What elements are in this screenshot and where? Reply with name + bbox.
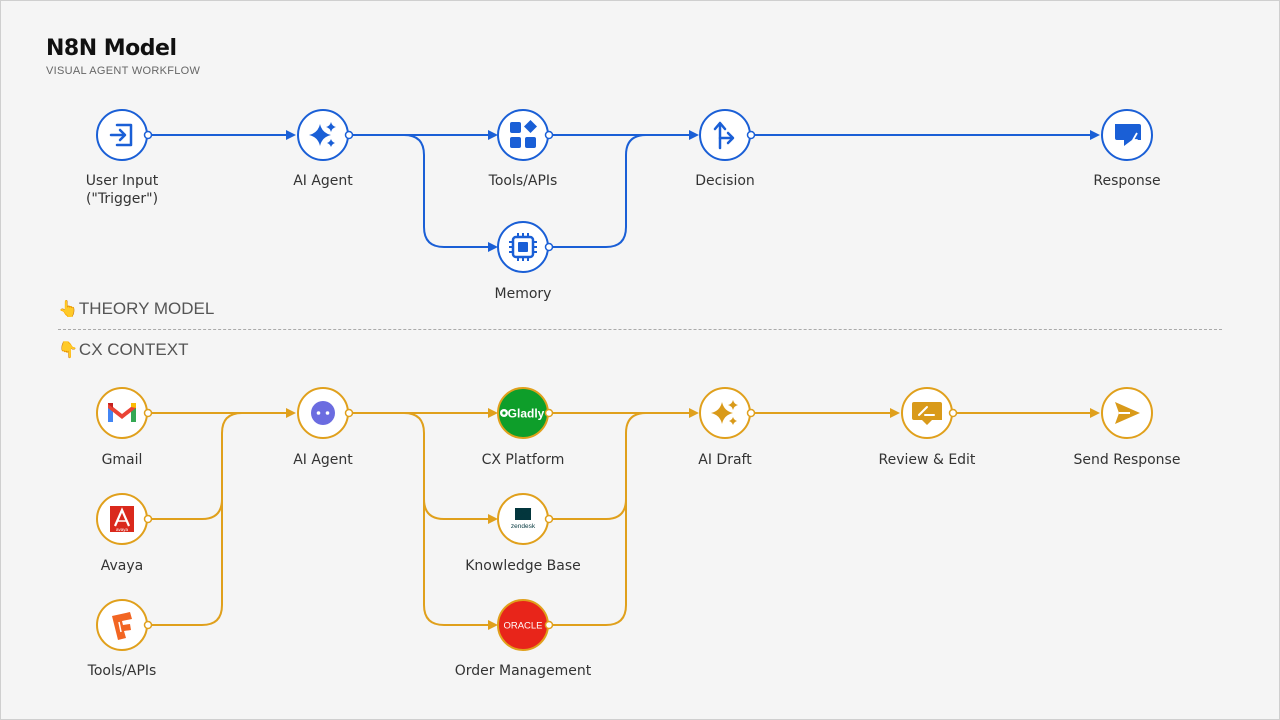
label-user-input-line1: User Input [85,173,159,189]
node-user-input[interactable] [96,109,153,161]
edge-memory-to-decision [550,134,647,248]
theory-model-label: 👆THEORY MODEL [58,299,214,319]
page-title: N8N Model [46,36,177,61]
svg-text:Gladly: Gladly [508,407,545,421]
pointing-down-hand-icon: 👇 [58,342,78,359]
label-tools-apis: Tools/APIs [488,173,558,189]
theory-model-text: THEORY MODEL [78,299,215,318]
node-response[interactable] [1101,109,1153,161]
label-ai-agent-cx: AI Agent [293,452,353,468]
edit-box-icon [912,402,942,425]
sparkle-icon [711,400,738,425]
edge-agent-to-zendesk [349,412,498,524]
edge-agent-to-memory [349,134,498,252]
oracle-logo-icon: ORACLE [503,621,542,632]
chat-bolt-icon [1115,124,1141,148]
bot-face-icon [311,401,335,425]
svg-text:ORACLE: ORACLE [503,621,542,632]
label-avaya: Avaya [100,558,144,574]
svg-text:avaya: avaya [116,527,129,532]
node-decision[interactable] [699,109,756,161]
sparkle-icon [309,122,336,147]
edge-agent-to-oracle [423,499,498,630]
label-tools-apis-cx: Tools/APIs [87,663,157,679]
cx-connectors [148,408,1100,630]
label-order-management: Order Management [454,663,592,679]
cx-context-label: 👇CX CONTEXT [58,340,188,360]
label-cx-platform: CX Platform [481,452,565,468]
label-send-response: Send Response [1073,452,1181,468]
node-order-management[interactable]: ORACLE [497,599,554,651]
node-review-edit[interactable] [901,387,958,439]
gmail-logo-icon [108,403,136,422]
node-ai-agent-cx[interactable] [297,387,354,439]
node-send-response[interactable] [1101,387,1153,439]
label-user-input-line2: ("Trigger") [85,191,159,207]
chip-icon [509,233,537,261]
zendesk-logo-icon: zendesk [511,508,536,530]
node-avaya[interactable]: avaya [96,493,153,545]
avaya-logo-icon: avaya [110,506,134,532]
section-divider [58,329,1222,330]
label-review-edit: Review & Edit [878,452,976,468]
cx-context-text: CX CONTEXT [78,340,189,359]
node-ai-draft[interactable] [699,387,756,439]
pointing-up-hand-icon: 👆 [58,301,78,318]
label-decision: Decision [695,173,755,189]
label-user-input: User Input ("Trigger") [32,172,212,208]
label-ai-draft: AI Draft [698,452,752,468]
node-tools-apis-cx[interactable] [96,599,153,651]
label-memory: Memory [494,286,552,302]
node-ai-agent[interactable] [297,109,354,161]
label-ai-agent: AI Agent [293,173,353,189]
node-tools-apis[interactable] [497,109,554,161]
svg-text:zendesk: zendesk [511,523,536,530]
fivetran-logo-icon [112,612,132,640]
page-subtitle: VISUAL AGENT WORKFLOW [46,65,201,77]
gladly-logo-icon: Gladly [500,407,545,421]
node-memory[interactable] [497,221,554,273]
label-response: Response [1093,173,1161,189]
label-gmail: Gmail [101,452,143,468]
node-gmail[interactable] [96,387,153,439]
node-knowledge-base[interactable]: zendesk [497,493,554,545]
theory-connectors [148,130,1100,252]
label-knowledge-base: Knowledge Base [465,558,581,574]
send-arrow-icon [1115,402,1140,424]
node-cx-platform[interactable]: Gladly [497,387,554,439]
split-arrow-icon [713,121,735,150]
apps-grid-icon [510,120,537,148]
edge-oracle-to-draft [550,433,627,626]
login-arrow-icon [109,123,133,147]
edge-tools-to-agent [148,433,223,626]
